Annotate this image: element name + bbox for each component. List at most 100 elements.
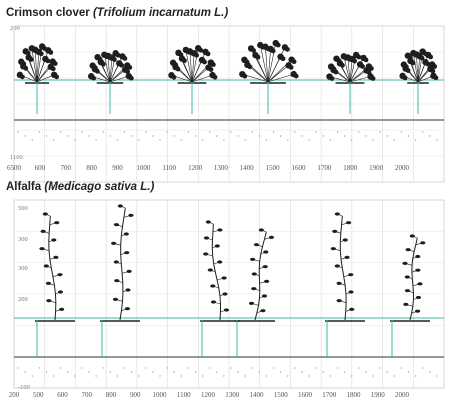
clover-x-tick-label: 1600 — [291, 164, 306, 172]
clover-root-mark — [322, 135, 324, 137]
clover-x-tick-label: 1100 — [162, 164, 177, 172]
alfalfa-leaf — [250, 257, 256, 261]
clover-root-mark — [109, 135, 111, 137]
alfalfa-leaf — [217, 228, 223, 232]
clover-leaf — [293, 73, 299, 79]
clover-x-tick-label: 1500 — [265, 164, 280, 172]
alfalfa-leaf — [125, 288, 131, 292]
clover-leaf — [285, 46, 290, 52]
alfalfa-x-tick-label: 1400 — [249, 391, 264, 399]
alfalfa-leaf — [345, 221, 352, 225]
clover-stem — [347, 57, 351, 83]
alfalfa-leaf — [404, 289, 411, 293]
alfalfa-root-mark — [336, 367, 339, 369]
clover-leaf — [208, 67, 214, 72]
alfalfa-leaf — [402, 261, 408, 265]
alfalfa-leaf — [223, 308, 230, 312]
alfalfa-root-mark — [180, 375, 182, 377]
clover-x-tick-label: 1800 — [343, 164, 358, 172]
alfalfa-leaf — [261, 294, 268, 298]
clover-stem — [259, 45, 269, 83]
clover-leaf — [125, 69, 131, 75]
alfalfa-root-mark — [407, 371, 410, 373]
alfalfa-root-mark — [315, 367, 317, 369]
alfalfa-x-tick-label: 800 — [105, 391, 117, 399]
clover-root-mark — [415, 139, 417, 141]
alfalfa-stem — [211, 223, 222, 321]
clover-root-mark — [216, 135, 218, 137]
alfalfa-root-mark — [17, 367, 19, 369]
clover-leaf — [368, 66, 374, 71]
clover-leaf — [127, 65, 133, 70]
alfalfa-leaf — [203, 252, 209, 256]
clover-stem — [107, 55, 111, 83]
clover-leaf — [255, 54, 261, 60]
alfalfa-leaf — [251, 287, 257, 291]
alfalfa-leaf — [210, 284, 216, 288]
alfalfa-root-mark — [265, 375, 268, 377]
alfalfa-root-mark — [95, 375, 97, 377]
alfalfa-leaf — [54, 221, 60, 225]
alfalfa-leaf — [126, 269, 132, 273]
clover-leaf — [52, 61, 58, 66]
clover-root-mark — [422, 131, 424, 133]
clover-leaf — [360, 64, 365, 69]
clover-root-mark — [336, 131, 339, 133]
clover-root-mark — [329, 139, 331, 141]
clover-leaf — [329, 76, 335, 81]
alfalfa-root-mark — [74, 375, 76, 377]
clover-leaf — [275, 42, 281, 48]
alfalfa-leaf — [415, 268, 421, 272]
clover-root-mark — [287, 139, 289, 141]
alfalfa-leaf — [415, 254, 421, 259]
alfalfa-x-tick-label: 600 — [57, 391, 68, 399]
clover-x-tick-label: 1900 — [369, 164, 384, 172]
clover-stem — [191, 62, 212, 83]
alfalfa-leaf — [264, 279, 270, 283]
alfalfa-title-scientific: (Medicago sativa L.) — [44, 181, 155, 193]
clover-stem — [109, 65, 128, 83]
clover-stem — [36, 50, 49, 83]
alfalfa-leaf — [420, 241, 426, 245]
clover-stem — [416, 54, 419, 83]
clover-stem — [36, 51, 40, 83]
alfalfa-root-mark — [152, 371, 154, 373]
alfalfa-root-mark — [138, 375, 140, 377]
alfalfa-leaf — [405, 248, 411, 252]
clover-x-tick-label: 6500 — [7, 164, 21, 172]
clover-leaf — [430, 68, 436, 74]
clover-leaf — [410, 60, 416, 66]
clover-stem — [267, 48, 271, 83]
clover-top-label: 200 — [10, 25, 20, 32]
alfalfa-root-mark — [251, 367, 253, 369]
clover-leaf — [128, 75, 134, 81]
clover-x-tick-label: 600 — [34, 164, 46, 172]
clover-root-mark — [138, 139, 140, 141]
clover-leaf — [291, 59, 297, 65]
clover-root-mark — [301, 135, 303, 137]
clover-leaf — [333, 69, 339, 75]
clover-stem — [191, 51, 206, 83]
clover-root-mark — [102, 131, 104, 133]
clover-stem — [417, 54, 429, 83]
clover-root-mark — [31, 139, 33, 141]
alfalfa-root-mark — [173, 371, 175, 373]
alfalfa-leaf — [114, 279, 120, 283]
clover-leaf — [363, 57, 369, 63]
clover-root-mark — [280, 135, 282, 137]
clover-root-mark — [393, 139, 395, 141]
alfalfa-root-mark — [379, 367, 381, 369]
alfalfa-x-tick-label: 2000 — [395, 391, 409, 399]
clover-stem — [417, 64, 433, 83]
clover-stem — [349, 57, 364, 83]
alfalfa-root-mark — [109, 371, 111, 373]
clover-root-mark — [180, 139, 182, 141]
alfalfa-root-mark — [88, 371, 90, 373]
alfalfa-root-mark — [216, 371, 218, 373]
clover-panel-title: Crimson clover (Trifolium incarnatum L.) — [6, 7, 228, 19]
clover-stem — [413, 53, 419, 83]
alfalfa-root-mark — [344, 371, 346, 373]
alfalfa-y-label-3: 200 — [18, 296, 28, 303]
clover-stem — [109, 53, 116, 83]
clover-stem — [349, 76, 371, 83]
